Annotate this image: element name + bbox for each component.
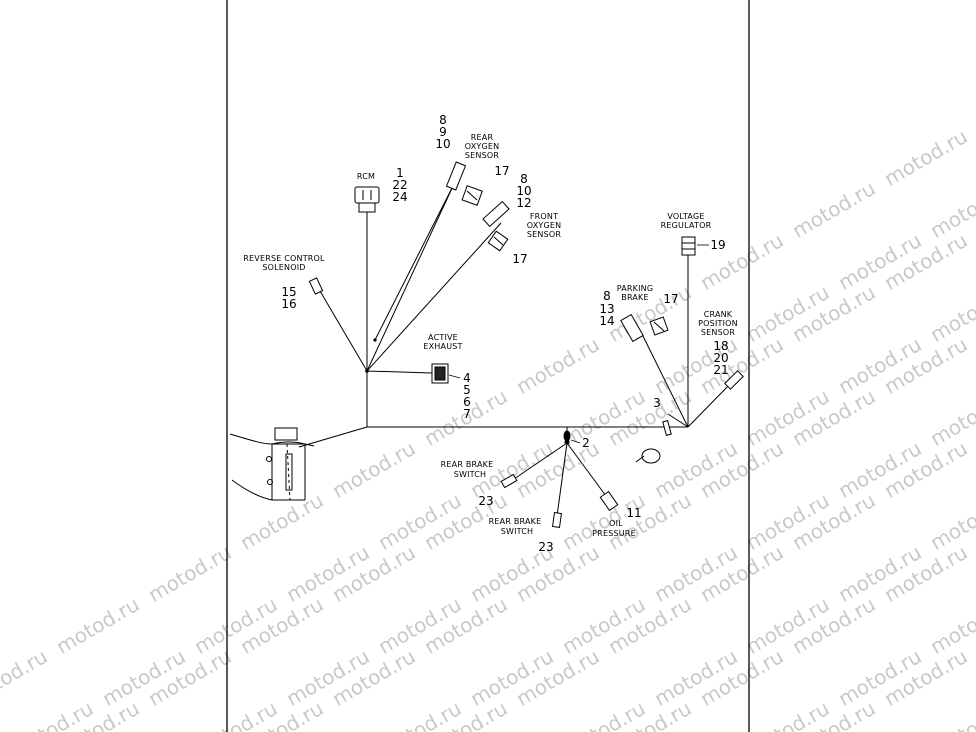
crank-num-1: 18 — [713, 339, 728, 353]
active-exhaust-label-2: EXHAUST — [423, 342, 462, 351]
front-oxygen-num-1: 8 — [520, 172, 528, 186]
page-frame — [226, 0, 750, 732]
parking-brake-num-2: 13 — [599, 302, 614, 316]
front-oxygen-label-1: FRONT — [530, 212, 558, 221]
reverse-control-label-2: SOLENOID — [262, 263, 305, 272]
front-oxygen-connector — [482, 200, 510, 252]
active-exhaust-num-4: 7 — [463, 407, 471, 421]
front-oxygen-label-2: OXYGEN — [527, 221, 562, 230]
rear-oxygen-clip-num: 17 — [494, 164, 509, 178]
rcm-label: RCM — [357, 172, 375, 181]
active-exhaust-num-3: 6 — [463, 395, 471, 409]
rear-oxygen-num-3: 10 — [435, 137, 450, 151]
front-oxygen-label-3: SENSOR — [527, 230, 561, 239]
rear-oxygen-num-2: 9 — [439, 125, 447, 139]
front-oxygen-clip-num: 17 — [512, 252, 527, 266]
parking-brake-clip-num: 17 — [663, 292, 678, 306]
rcm-connector — [354, 186, 380, 213]
junction-3-num: 3 — [653, 396, 661, 410]
rear-oxygen-connector — [445, 161, 483, 206]
parking-brake-label-2: BRAKE — [621, 293, 649, 302]
reverse-control-num-2: 16 — [281, 297, 296, 311]
rear-brake-1-label-2: SWITCH — [454, 470, 487, 479]
junction-2-leader — [570, 439, 581, 444]
active-exhaust-connector — [431, 363, 449, 384]
rear-brake-2-label-1: REAR BRAKE — [489, 517, 542, 526]
junction-2-connector — [563, 430, 571, 442]
rear-oxygen-label-1: REAR — [471, 133, 494, 142]
rear-oxygen-label-2: OXYGEN — [465, 142, 500, 151]
rear-brake-1-label-1: REAR BRAKE — [441, 460, 494, 469]
rear-brake-1-num: 23 — [478, 494, 493, 508]
reverse-control-connector — [308, 277, 324, 295]
parking-brake-connector — [620, 313, 669, 343]
parking-brake-num-1: 8 — [603, 289, 611, 303]
junction-3-clip — [662, 419, 672, 437]
rear-oxygen-label-3: SENSOR — [465, 151, 499, 160]
rear-brake-switch-1-connector — [500, 473, 518, 489]
oil-pressure-label-1: OIL — [609, 519, 623, 528]
rear-brake-2-label-2: SWITCH — [501, 527, 534, 536]
voltage-regulator-label-1: VOLTAGE — [667, 212, 704, 221]
oil-pressure-label-2: PRESSURE — [592, 529, 636, 538]
rear-oxygen-num-1: 8 — [439, 113, 447, 127]
active-exhaust-leader — [448, 374, 461, 379]
voltage-regulator-num: 19 — [710, 238, 725, 252]
crank-label-2: POSITION — [698, 319, 738, 328]
parking-brake-label-1: PARKING — [617, 284, 654, 293]
rear-brake-2-num: 23 — [538, 540, 553, 554]
reverse-control-num-1: 15 — [281, 285, 296, 299]
harness-wires — [298, 183, 734, 517]
rear-brake-switch-2-connector — [551, 512, 563, 528]
parking-brake-num-3: 14 — [599, 314, 614, 328]
front-oxygen-num-3: 12 — [516, 196, 531, 210]
rcm-num-2: 22 — [392, 178, 407, 192]
cable-clip-part — [635, 448, 661, 464]
active-exhaust-num-1: 4 — [463, 371, 471, 385]
crank-position-connector — [724, 370, 744, 390]
active-exhaust-label-1: ACTIVE — [428, 333, 458, 342]
reverse-control-label-1: REVERSE CONTROL — [243, 254, 325, 263]
oil-pressure-num: 11 — [626, 506, 641, 520]
active-exhaust-num-2: 5 — [463, 383, 471, 397]
crank-label-3: SENSOR — [701, 328, 735, 337]
junction-2-num: 2 — [582, 436, 590, 450]
crank-num-3: 21 — [713, 363, 728, 377]
front-oxygen-num-2: 10 — [516, 184, 531, 198]
rcm-num-3: 24 — [392, 190, 407, 204]
frame-bracket — [229, 427, 315, 501]
rcm-num-1: 1 — [396, 166, 404, 180]
crank-num-2: 20 — [713, 351, 728, 365]
oil-pressure-connector — [599, 490, 619, 512]
crank-label-1: CRANK — [704, 310, 733, 319]
voltage-regulator-connector — [681, 236, 696, 256]
voltage-regulator-label-2: REGULATOR — [661, 221, 712, 230]
